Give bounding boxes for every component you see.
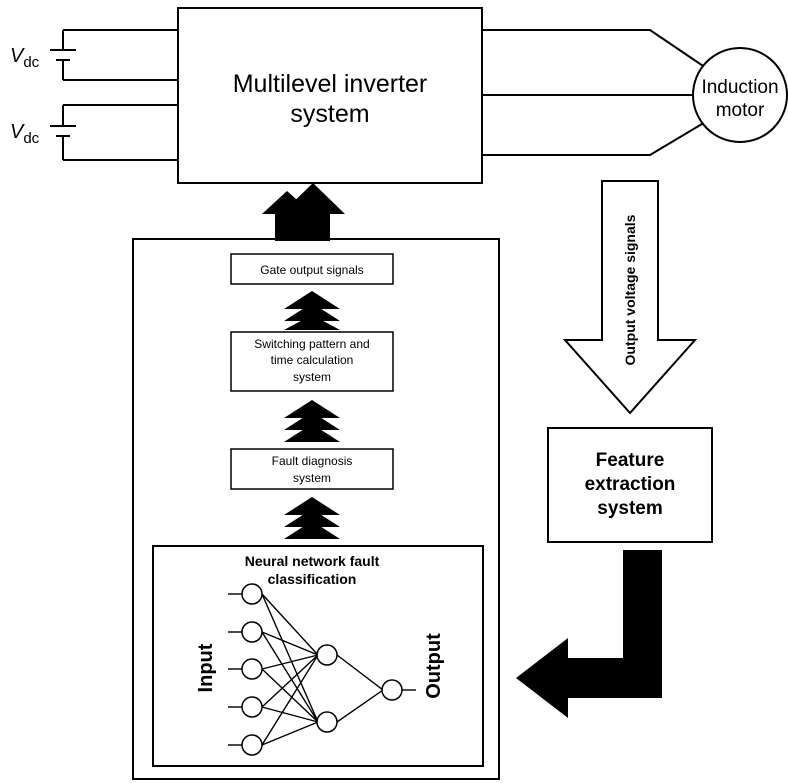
- input-neuron: [241, 658, 263, 680]
- chevron-arrow-1: [284, 291, 340, 330]
- output-neuron: [381, 679, 403, 701]
- inverter-box: [177, 7, 483, 184]
- output-voltage-arrow: [562, 180, 698, 415]
- feature-label-line3: system: [597, 498, 663, 519]
- inverter-label-line2: system: [290, 100, 369, 128]
- input-neuron: [241, 734, 263, 756]
- input-neuron: [241, 583, 263, 605]
- motor-label-line2: motor: [716, 100, 765, 121]
- feature-extraction-box: [547, 427, 713, 543]
- gate-output-box: [230, 253, 394, 285]
- switching-label-line3: system: [293, 370, 331, 384]
- fault-label-line2: system: [293, 471, 331, 485]
- nn-neurons: [241, 583, 403, 756]
- feedback-l-arrow: [516, 550, 662, 718]
- switching-label-line2: time calculation: [271, 353, 354, 367]
- switching-pattern-box: [230, 331, 394, 392]
- nn-title-line2: classification: [268, 571, 357, 587]
- nn-output-label: Output: [423, 633, 445, 699]
- inverter-label-line1: Multilevel inverter: [233, 70, 428, 98]
- gate-output-label: Gate output signals: [260, 263, 363, 277]
- control-up-arrow-head: [281, 183, 345, 241]
- motor-label-line1: Induction: [701, 77, 778, 98]
- chevron-arrow-2: [284, 400, 340, 442]
- nn-connections: [228, 593, 416, 746]
- hidden-neuron: [316, 644, 338, 666]
- switching-label-line1: Switching pattern and: [254, 337, 369, 351]
- dc-source-top: [50, 29, 178, 81]
- input-neuron: [241, 621, 263, 643]
- induction-motor-circle: [692, 47, 788, 143]
- fault-diagnosis-box: [230, 448, 394, 490]
- chevron-arrow-3: [284, 497, 340, 539]
- nn-input-label: Input: [195, 643, 217, 692]
- vdc-label-top: Vdc: [10, 45, 40, 71]
- feature-label-line2: extraction: [585, 474, 676, 495]
- fault-label-line1: Fault diagnosis: [272, 454, 353, 468]
- hidden-neuron: [316, 711, 338, 733]
- dc-source-bottom: [50, 104, 178, 161]
- feature-label-line1: Feature: [596, 450, 665, 471]
- phase-lines: [482, 29, 713, 156]
- vdc-label-bottom: Vdc: [10, 121, 40, 147]
- output-voltage-label: Output voltage signals: [622, 214, 638, 365]
- input-neuron: [241, 696, 263, 718]
- nn-title-line1: Neural network fault: [245, 553, 380, 569]
